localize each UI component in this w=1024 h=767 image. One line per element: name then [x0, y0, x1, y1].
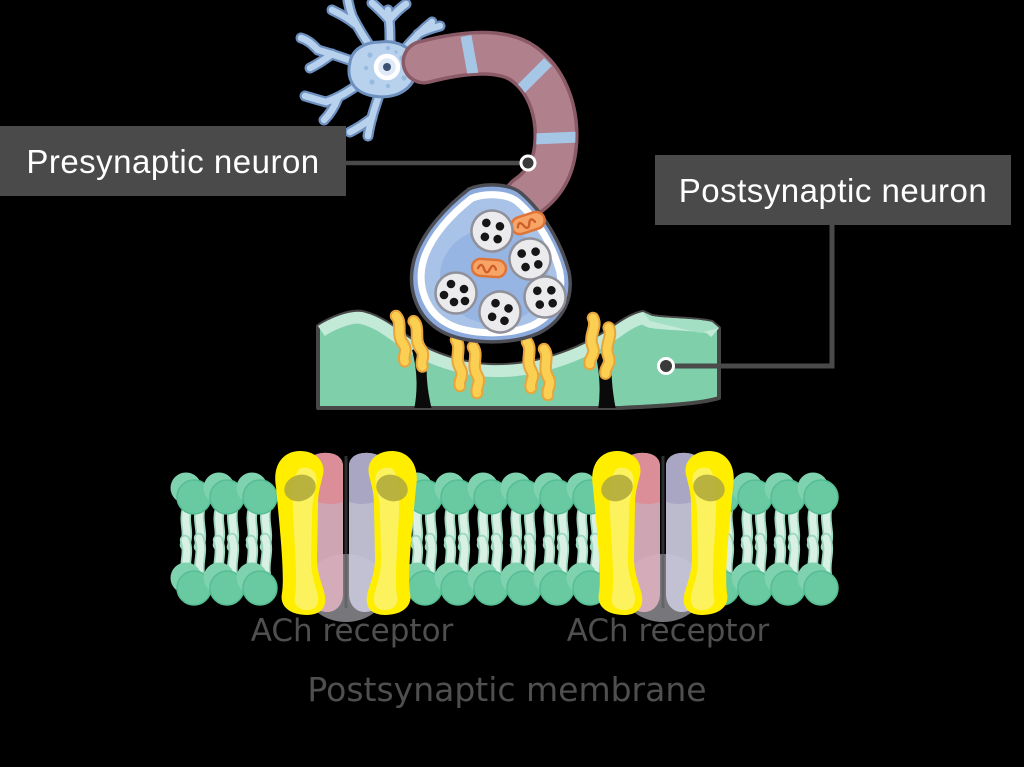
presynaptic-label-group: Presynaptic neuron [0, 126, 537, 196]
nodes-of-ranvier [460, 35, 581, 145]
presynaptic-label-box [0, 126, 346, 196]
presynaptic-connector-dot [519, 154, 537, 172]
postsynaptic-connector-dot [657, 357, 675, 375]
neuron-soma [295, 0, 446, 142]
ach-receptor-complex-right [592, 451, 734, 622]
postsynaptic-membrane-slab [316, 312, 721, 410]
ach-receptor-caption-left: ACh receptor [251, 613, 454, 649]
mitochondrion [470, 257, 508, 279]
synaptic-terminal [409, 183, 572, 344]
synaptic-vesicle [434, 271, 478, 315]
postsynaptic-label-group: Postsynaptic neuron [655, 155, 1011, 375]
postsynaptic-label: Postsynaptic neuron [679, 172, 988, 209]
ach-receptor-caption-right: ACh receptor [567, 613, 770, 649]
nucleolus [383, 63, 391, 71]
postsynaptic-label-box [655, 155, 1011, 225]
postsynaptic-connector-line [674, 225, 835, 369]
axon-myelin [405, 34, 576, 216]
axon [401, 30, 581, 220]
postsynaptic-membrane-caption: Postsynaptic membrane [307, 670, 706, 709]
presynaptic-label: Presynaptic neuron [26, 143, 319, 180]
ach-receptor-complex-left [275, 451, 417, 622]
